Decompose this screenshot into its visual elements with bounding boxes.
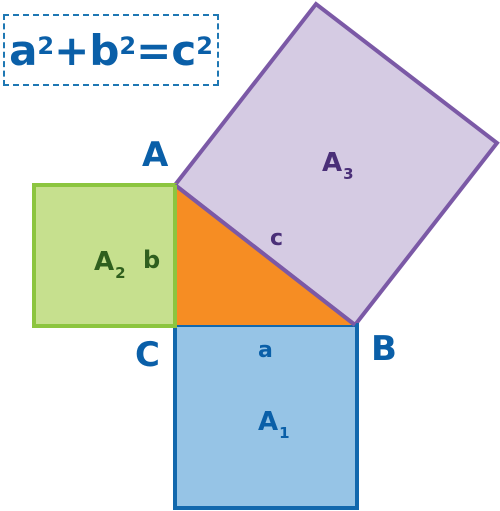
formula-equals: = <box>136 25 172 75</box>
formula-c: c <box>171 25 197 75</box>
formula-a: a <box>9 25 38 75</box>
side-label-b: b <box>143 246 160 274</box>
formula-c-exponent: 2 <box>196 32 213 60</box>
hypotenuse-edge <box>173 183 357 327</box>
area-label-a2: A2 <box>94 247 126 282</box>
area-a1-sub: 1 <box>279 424 289 442</box>
area-a2-main: A <box>94 247 114 277</box>
square-a2 <box>32 183 177 328</box>
area-a2-sub: 2 <box>115 264 125 282</box>
vertex-label-a: A <box>142 135 169 175</box>
formula-plus: + <box>54 25 90 75</box>
side-label-c: c <box>270 226 283 251</box>
formula-a-exponent: 2 <box>37 32 55 60</box>
vertex-label-c: C <box>135 335 160 375</box>
square-a1 <box>173 323 359 510</box>
area-a3-main: A <box>322 148 342 178</box>
formula-b: b <box>89 25 120 75</box>
area-a3-sub: 3 <box>343 165 353 183</box>
side-label-a: a <box>258 338 273 363</box>
formula-b-exponent: 2 <box>119 32 137 60</box>
area-a1-main: A <box>258 407 278 437</box>
area-label-a1: A1 <box>258 407 290 442</box>
area-label-a3: A3 <box>322 148 354 183</box>
vertex-label-b: B <box>371 329 397 369</box>
